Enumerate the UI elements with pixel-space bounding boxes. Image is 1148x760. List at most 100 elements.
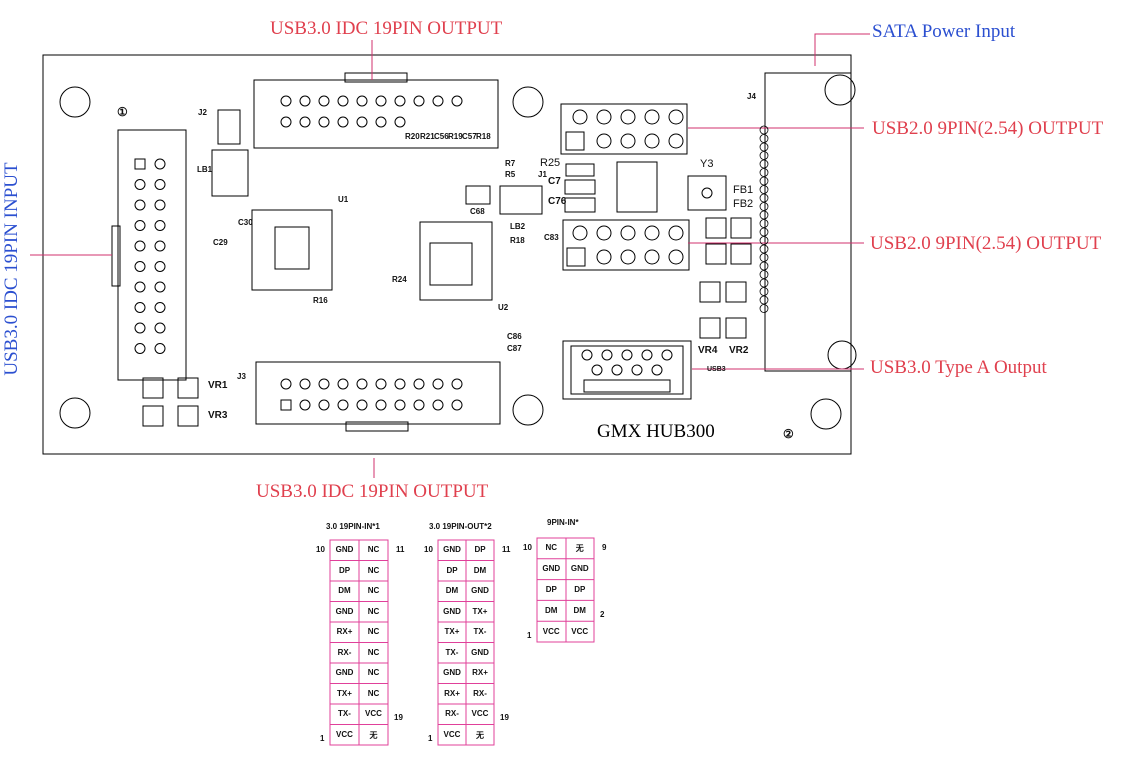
ref-j4: J4 bbox=[747, 92, 756, 101]
usb2-pin bbox=[644, 225, 660, 241]
usb3-pin bbox=[661, 349, 673, 361]
pin-cell: GND bbox=[570, 564, 589, 574]
usb2-pin bbox=[644, 133, 660, 149]
usb2-pin bbox=[644, 249, 660, 265]
idc-pin bbox=[154, 240, 166, 252]
sata-pin bbox=[759, 168, 769, 177]
idc-pin bbox=[154, 343, 166, 354]
idc-pin bbox=[337, 116, 349, 128]
pin-cell: NC bbox=[367, 647, 380, 657]
ref-r18b: R18 bbox=[476, 132, 491, 141]
pin-cell: DP bbox=[574, 585, 586, 594]
idc-pin bbox=[356, 116, 368, 128]
idc-pin bbox=[299, 95, 311, 107]
idc-pin bbox=[432, 399, 444, 411]
pin-cell: 无 bbox=[369, 730, 378, 740]
sata-pin bbox=[759, 185, 769, 194]
pin-cell: GND bbox=[542, 564, 561, 574]
idc-pin bbox=[134, 322, 146, 334]
ref-c57: C57 bbox=[462, 132, 477, 141]
pin-number: 10 bbox=[316, 545, 325, 555]
pin-cell: 无 bbox=[575, 544, 584, 554]
idc-pin bbox=[394, 378, 406, 390]
ref-c30: C30 bbox=[238, 218, 253, 227]
usb2-pin bbox=[620, 109, 636, 125]
ref-c68: C68 bbox=[470, 207, 485, 216]
pin-cell: DM bbox=[473, 565, 487, 575]
idc-pin bbox=[280, 116, 292, 128]
idc-pin bbox=[318, 95, 330, 107]
pin-cell: DM bbox=[338, 586, 351, 596]
ref-fb1: FB1 bbox=[733, 184, 754, 196]
pin-cell: DP bbox=[474, 545, 486, 555]
idc-pin bbox=[318, 116, 330, 128]
ref-vr3: VR3 bbox=[208, 410, 228, 421]
idc-pin bbox=[134, 199, 146, 211]
usb2-pin bbox=[596, 133, 612, 149]
pin-cell: GND bbox=[471, 647, 489, 657]
idc-pin bbox=[451, 378, 463, 390]
pin-cell: NC bbox=[367, 606, 380, 616]
usb2-pin bbox=[620, 225, 636, 241]
pin-cell: VCC bbox=[471, 709, 489, 719]
ref-r5: R5 bbox=[505, 170, 516, 179]
pin-cell: GND bbox=[335, 668, 354, 678]
sata-pin bbox=[759, 159, 769, 169]
sata-pin bbox=[759, 253, 769, 262]
idc-pin bbox=[375, 399, 387, 411]
callout-usb3-idc-top: USB3.0 IDC 19PIN OUTPUT bbox=[270, 18, 503, 39]
pin-cell: VCC bbox=[443, 729, 461, 739]
idc-pin bbox=[154, 220, 166, 231]
idc-pin bbox=[154, 281, 166, 293]
pin-number: 1 bbox=[527, 630, 532, 640]
idc-pin bbox=[154, 322, 166, 334]
pin-cell: RX+ bbox=[472, 668, 488, 678]
pin-cell: NC bbox=[367, 545, 380, 555]
pin-table-title: 3.0 19PIN-IN*1 bbox=[326, 522, 380, 531]
idc-pin bbox=[356, 399, 368, 411]
pin-cell: GND bbox=[471, 586, 489, 596]
board-title: GMX HUB300 bbox=[597, 421, 715, 442]
ref-j2: J2 bbox=[198, 108, 207, 117]
sata-pin bbox=[759, 134, 769, 143]
ref-fb2: FB2 bbox=[733, 198, 754, 210]
idc-pin bbox=[134, 240, 146, 252]
sata-pin bbox=[759, 304, 769, 313]
callout-usb2-9pin-b: USB2.0 9PIN(2.54) OUTPUT bbox=[870, 233, 1102, 254]
pin-cell: VCC bbox=[542, 626, 560, 636]
ref-c76: C76 bbox=[548, 196, 567, 207]
idc-pin bbox=[154, 302, 166, 313]
ref-r16: R16 bbox=[313, 296, 328, 305]
ref-y3: Y3 bbox=[700, 158, 714, 170]
usb2-pin bbox=[596, 249, 612, 265]
idc-pin bbox=[134, 302, 146, 313]
pin-cell: GND bbox=[443, 606, 461, 616]
pin-cell: TX- bbox=[445, 647, 459, 657]
pin-number: 19 bbox=[500, 713, 509, 723]
idc-pin bbox=[337, 399, 349, 411]
usb2-pin bbox=[596, 225, 612, 241]
idc-pin bbox=[134, 220, 146, 231]
usb3-pin bbox=[591, 364, 603, 376]
board-marker-2: ② bbox=[783, 427, 794, 441]
pin-cell: DM bbox=[445, 586, 459, 596]
idc-pin bbox=[299, 378, 311, 390]
usb2-pin bbox=[668, 225, 684, 241]
idc-pin bbox=[356, 95, 368, 107]
callout-usb2-9pin-a: USB2.0 9PIN(2.54) OUTPUT bbox=[872, 118, 1104, 139]
sata-pin bbox=[759, 227, 769, 237]
pin-number: 10 bbox=[523, 543, 532, 553]
pin-cell: TX+ bbox=[444, 627, 460, 637]
pin-cell: RX- bbox=[445, 709, 459, 719]
pin-table-title: 3.0 19PIN-OUT*2 bbox=[429, 522, 492, 531]
idc-pin bbox=[394, 116, 406, 128]
idc-pin bbox=[154, 158, 166, 170]
pin-cell: NC bbox=[367, 688, 380, 698]
pin-number: 2 bbox=[600, 609, 605, 619]
pin-cell: TX- bbox=[338, 709, 351, 719]
usb2-pin bbox=[596, 109, 612, 125]
sata-pin bbox=[759, 261, 769, 271]
pin-number: 9 bbox=[602, 543, 607, 553]
usb3-pin bbox=[631, 364, 643, 376]
pin-cell: DP bbox=[446, 565, 458, 575]
